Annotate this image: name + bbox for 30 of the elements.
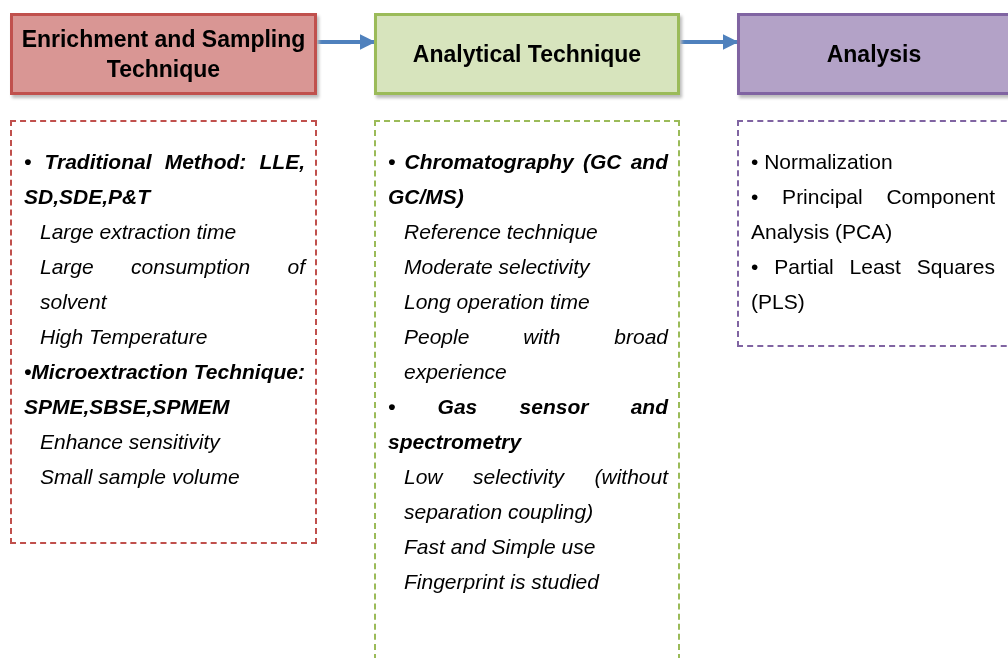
list-item: People with broad experience <box>403 324 668 385</box>
list-item: Enhance sensitivity <box>39 429 222 455</box>
list-item: Small sample volume <box>39 464 241 490</box>
list-item: • Principal Component Analysis (PCA) <box>751 184 995 245</box>
list-item: Fast and Simple use <box>403 534 597 560</box>
header-title: Analytical Technique <box>412 40 642 69</box>
header-box <box>737 13 1008 95</box>
arrow <box>317 34 376 50</box>
header-title: Analysis <box>826 40 922 69</box>
bullet-heading: • Gas sensor and spectrometry <box>388 394 668 455</box>
list-item: Long operation time <box>403 289 591 315</box>
list-item: Low selectivity (without separation coupling) <box>403 464 668 525</box>
bullet-heading: • Traditional Method: LLE, SD,SDE,P&T <box>24 149 305 210</box>
list-item: Moderate selectivity <box>403 254 592 280</box>
list-item: Fingerprint is studied <box>403 569 601 595</box>
arrow <box>680 34 739 50</box>
list-item: • Partial Least Squares (PLS) <box>751 254 995 315</box>
list-item: Large consumption of solvent <box>39 254 305 315</box>
header-box <box>374 13 680 95</box>
list-item: • Normalization <box>751 149 894 175</box>
list-item: Large extraction time <box>39 219 238 245</box>
dashed-text-box <box>374 120 680 658</box>
header-box <box>10 13 317 95</box>
header-title: Enrichment and Sampling Technique <box>20 25 307 84</box>
dashed-text-box <box>737 120 1008 347</box>
list-item: Reference technique <box>403 219 599 245</box>
list-item: High Temperature <box>39 324 209 350</box>
dashed-text-box <box>10 120 317 544</box>
bullet-heading: •Microextraction Technique: SPME,SBSE,SPMEM <box>24 359 305 420</box>
bullet-heading: • Chromatography (GC and GC/MS) <box>388 149 668 210</box>
